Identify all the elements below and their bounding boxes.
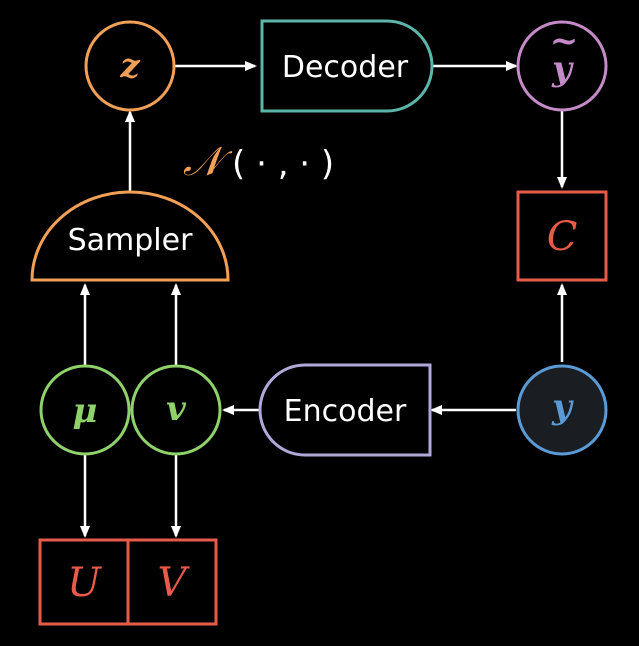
c-node-box <box>516 190 608 282</box>
z-node: z <box>84 20 176 112</box>
y-tilde-node: y ~ <box>516 20 608 112</box>
v-node: v <box>130 364 222 456</box>
arrows <box>80 61 567 538</box>
v-box-node-box <box>126 538 218 626</box>
v-box-node-label: V <box>158 560 191 606</box>
mu-node: μ <box>39 364 131 456</box>
sampler-node-label: Sampler <box>68 223 193 258</box>
encoder-node-label: Encoder <box>284 394 407 429</box>
y-node-label: y <box>551 387 574 427</box>
z-node-circle <box>84 20 176 112</box>
mu-node-circle <box>39 364 131 456</box>
y-node-circle <box>516 364 608 456</box>
z-node-label: z <box>119 46 140 86</box>
sampler-node: Sampler <box>30 190 230 282</box>
u-node-label: U <box>67 560 102 606</box>
y-tilde-node-circle <box>516 20 608 112</box>
c-node: C <box>516 190 608 282</box>
distribution-symbol: 𝒩 <box>183 139 233 185</box>
v-node-circle <box>130 364 222 456</box>
sampler-node-shape <box>30 190 230 282</box>
decoder-node: Decoder <box>260 19 434 113</box>
encoder-node-shape <box>258 363 432 457</box>
decoder-node-label: Decoder <box>282 50 409 85</box>
v-node-label: v <box>166 389 187 429</box>
normal-distribution-label: 𝒩 ( · , · ) <box>183 139 334 185</box>
uv-boxes: U V <box>38 538 218 626</box>
c-node-label: C <box>547 214 578 260</box>
distribution-args: ( · , · ) <box>232 144 334 184</box>
encoder-node: Encoder <box>258 363 432 457</box>
y-tilde-node-label: y <box>551 49 574 89</box>
y-tilde-node-accent: ~ <box>550 21 579 61</box>
decoder-node-shape <box>260 19 434 113</box>
mu-node-label: μ <box>73 391 98 431</box>
u-node-box <box>38 538 130 626</box>
y-node: y <box>516 364 608 456</box>
